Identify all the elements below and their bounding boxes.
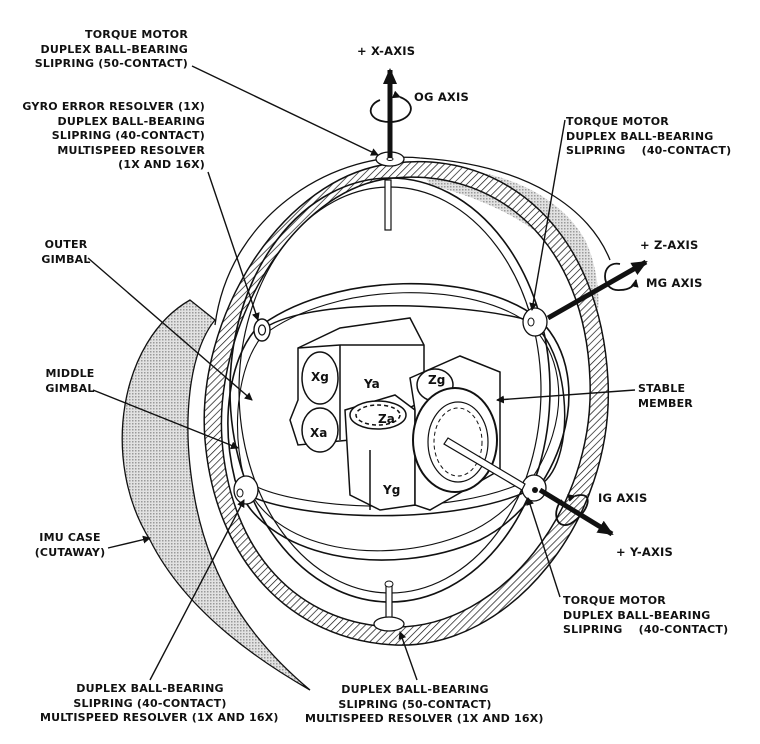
sensor-zg: Zg — [428, 373, 446, 387]
label-top-right-torque: TORQUE MOTOR DUPLEX BALL-BEARING SLIPRIN… — [566, 115, 732, 157]
y-axis-label: + Y-AXIS — [616, 545, 673, 559]
stable-member-shaft — [443, 437, 526, 491]
bottom-post — [373, 580, 405, 632]
y-axis-arrow — [538, 487, 614, 537]
ig-rotation-arrow — [555, 494, 589, 526]
z-axis-label: + Z-AXIS — [640, 238, 699, 252]
stable-member — [289, 317, 526, 511]
leader-bottom-left-bearing — [149, 499, 245, 681]
label-gyro-error-resolver: GYRO ERROR RESOLVER (1X) DUPLEX BALL-BEA… — [22, 100, 205, 171]
imu-case-shell-left — [121, 299, 311, 691]
sensor-xa: Xa — [310, 426, 328, 440]
leader-top-left-torque — [191, 65, 379, 156]
og-rotation-arrow — [369, 90, 412, 123]
x-axis-arrow — [369, 68, 412, 158]
leader-outer-gimbal — [87, 257, 253, 401]
label-bottom-left-bearing: DUPLEX BALL-BEARING SLIPRING (40-CONTACT… — [40, 682, 279, 724]
label-outer-gimbal: OUTER GIMBAL — [41, 238, 91, 266]
top-post — [384, 179, 392, 231]
mg-axis-label: MG AXIS — [646, 276, 703, 290]
imu-case-back-outline — [214, 156, 611, 326]
label-bottom-right-torque: TORQUE MOTOR DUPLEX BALL-BEARING SLIPRIN… — [563, 594, 729, 636]
sensor-ya: Ya — [364, 377, 380, 391]
imu-case — [121, 156, 611, 691]
mg-rotation-arrow — [604, 263, 639, 291]
leader-bottom-center-bearing — [398, 631, 418, 681]
leader-bottom-right-torque — [526, 497, 561, 598]
sensor-yg: Yg — [383, 483, 401, 497]
leader-stable-member — [496, 389, 636, 404]
leader-gyro-error — [207, 171, 260, 321]
bearing-top — [375, 151, 405, 167]
bearing-left-upper — [253, 318, 271, 342]
bearing-right-lower — [521, 474, 547, 502]
leader-imu-case — [107, 535, 151, 549]
leader-top-right-torque — [529, 119, 566, 311]
leader-middle-gimbal — [92, 389, 239, 450]
z-axis-arrow — [546, 259, 648, 321]
bearing-left-lower — [233, 475, 259, 505]
label-top-left-torque: TORQUE MOTOR DUPLEX BALL-BEARING SLIPRIN… — [34, 28, 188, 70]
x-axis-label: + X-AXIS — [357, 44, 416, 58]
ig-axis-label: IG AXIS — [598, 491, 648, 505]
og-axis-label: OG AXIS — [414, 90, 469, 104]
label-stable-member: STABLE MEMBER — [638, 382, 693, 410]
middle-gimbal — [227, 282, 570, 561]
label-middle-gimbal: MIDDLE GIMBAL — [45, 367, 95, 395]
sensor-xg: Xg — [311, 370, 329, 384]
sensor-za: Za — [378, 412, 395, 426]
label-bottom-center-bearing: DUPLEX BALL-BEARING SLIPRING (50-CONTACT… — [305, 683, 544, 725]
label-imu-case: IMU CASE (CUTAWAY) — [34, 531, 106, 559]
bearing-right-upper — [522, 307, 548, 337]
leader-lines — [87, 65, 636, 681]
